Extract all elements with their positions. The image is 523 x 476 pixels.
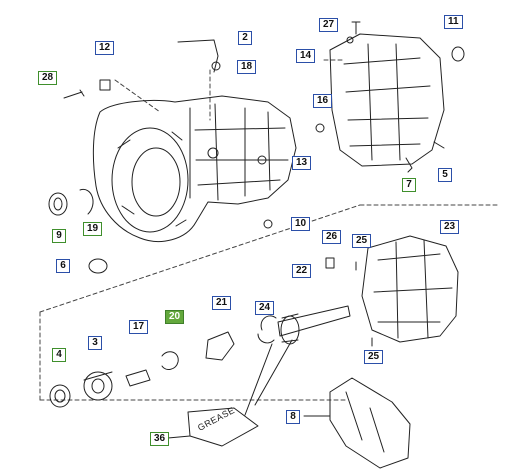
callout-36[interactable]: 36 <box>150 432 170 446</box>
callout-13[interactable]: 13 <box>292 156 312 170</box>
rear-extension-housing <box>329 33 445 167</box>
bearing-retainer-housing <box>361 235 459 343</box>
callout-7[interactable]: 7 <box>402 178 416 192</box>
callout-10[interactable]: 10 <box>291 217 311 231</box>
callout-21[interactable]: 21 <box>212 296 232 310</box>
sensor-12 <box>99 79 111 91</box>
callout-25-bottom[interactable]: 25 <box>364 350 384 364</box>
callout-2[interactable]: 2 <box>238 31 252 45</box>
callout-17[interactable]: 17 <box>129 320 149 334</box>
callout-24[interactable]: 24 <box>255 301 275 315</box>
callout-25-top[interactable]: 25 <box>352 234 372 248</box>
o-ring-6 <box>88 258 108 274</box>
callout-22[interactable]: 22 <box>292 264 312 278</box>
snap-ring <box>257 315 277 344</box>
bolt-28 <box>63 89 85 99</box>
callout-12[interactable]: 12 <box>95 41 115 55</box>
callout-18[interactable]: 18 <box>237 60 257 74</box>
leader-lines <box>167 339 331 439</box>
bolt-27 <box>351 21 361 35</box>
rear-cover-8 <box>329 377 411 469</box>
callout-8[interactable]: 8 <box>286 410 300 424</box>
switch-7 <box>405 157 413 173</box>
plug-16 <box>315 123 325 133</box>
callout-16[interactable]: 16 <box>313 94 333 108</box>
callout-26[interactable]: 26 <box>322 230 342 244</box>
breather-pipe-2 <box>177 39 221 73</box>
circlip-19 <box>79 188 94 215</box>
transmission-main-housing <box>92 95 297 242</box>
callout-4[interactable]: 4 <box>52 348 66 362</box>
plug-10 <box>263 219 273 229</box>
callout-20[interactable]: 20 <box>165 310 185 324</box>
callout-14[interactable]: 14 <box>296 49 316 63</box>
bearing-assembly-3 <box>83 371 113 401</box>
dowel-26 <box>325 257 335 269</box>
callout-28[interactable]: 28 <box>38 71 58 85</box>
synchro-ring-21 <box>205 331 235 361</box>
seal-4 <box>49 384 71 408</box>
snap-ring-20 <box>161 351 179 370</box>
callout-27[interactable]: 27 <box>319 18 339 32</box>
plug-5 <box>433 141 445 149</box>
callout-6[interactable]: 6 <box>56 259 70 273</box>
callout-5[interactable]: 5 <box>438 168 452 182</box>
callout-3[interactable]: 3 <box>88 336 102 350</box>
callout-23[interactable]: 23 <box>440 220 460 234</box>
bush-11 <box>451 46 465 62</box>
callout-11[interactable]: 11 <box>444 15 463 29</box>
grease-sachet-36 <box>187 407 259 447</box>
seal-ring-9 <box>48 192 68 216</box>
output-shaft <box>277 305 351 345</box>
bushing-17 <box>125 369 151 387</box>
callout-9[interactable]: 9 <box>52 229 66 243</box>
callout-19[interactable]: 19 <box>83 222 103 236</box>
